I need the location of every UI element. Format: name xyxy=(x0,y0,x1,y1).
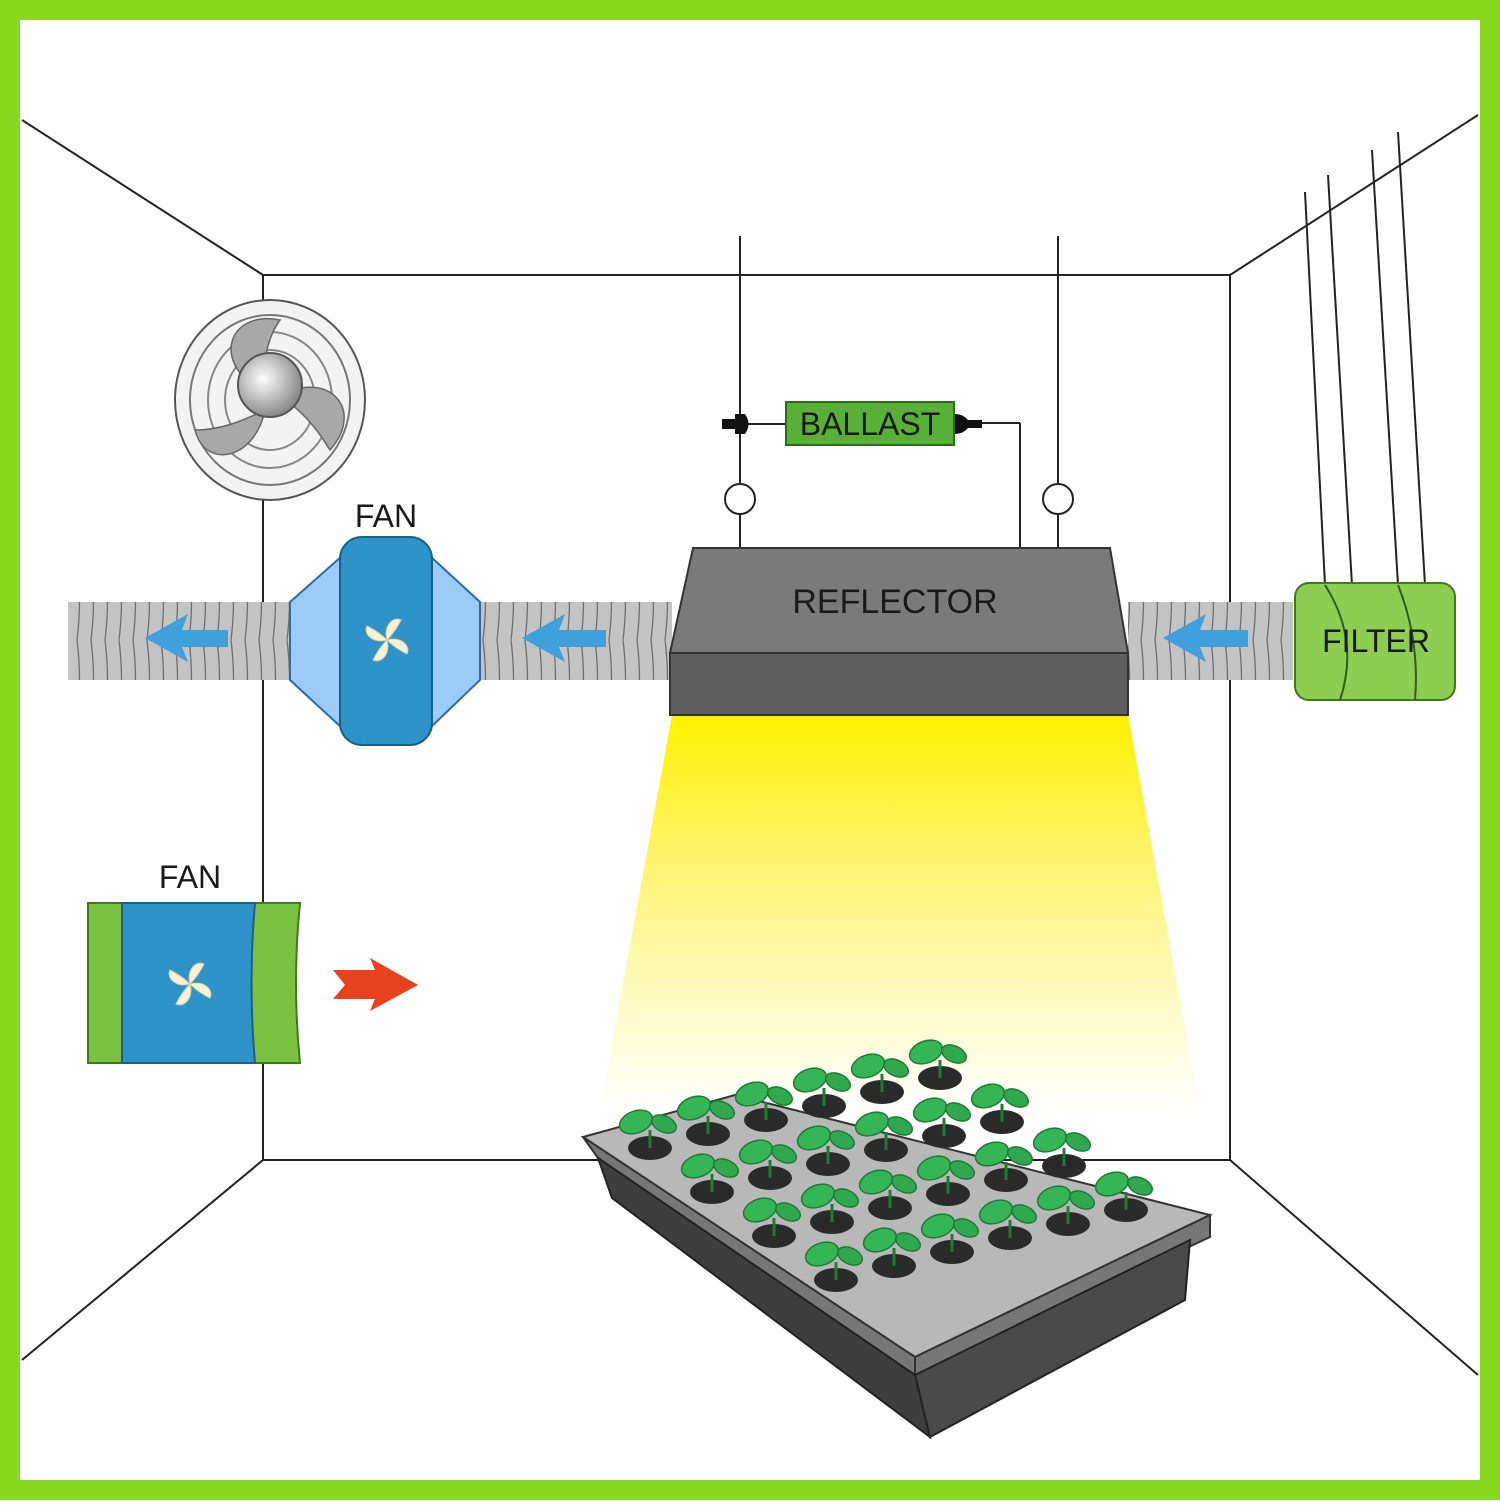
reflector: REFLECTOR xyxy=(668,547,1130,716)
wall-fan-icon xyxy=(174,299,366,501)
inline-fan: FAN xyxy=(289,498,481,746)
seedling xyxy=(1028,1122,1095,1180)
hanger-ring-icon xyxy=(724,483,756,515)
intake-fan: FAN xyxy=(87,859,302,1064)
intake-fan-label: FAN xyxy=(159,859,221,895)
plug-icon xyxy=(722,414,982,434)
carbon-filter: FILTER xyxy=(1294,582,1456,701)
airflow-arrow-left xyxy=(145,614,228,662)
intake-airflow-arrow xyxy=(333,958,418,1011)
reflector-label: REFLECTOR xyxy=(792,583,997,621)
filter-label: FILTER xyxy=(1322,623,1430,659)
airflow-arrow-right xyxy=(1163,614,1248,662)
grow-light-beam xyxy=(600,715,1200,1110)
reflector-hangers xyxy=(724,236,1074,548)
airflow-arrows xyxy=(145,614,1248,662)
hanger-ring-icon xyxy=(1042,483,1074,515)
filter-hangers xyxy=(1304,131,1426,586)
seedling-tray-icon xyxy=(580,1034,1213,1440)
inline-fan-label: FAN xyxy=(355,498,417,534)
ballast: BALLAST xyxy=(785,401,955,446)
airflow-arrow-middle xyxy=(522,614,606,662)
ballast-label: BALLAST xyxy=(800,406,941,442)
